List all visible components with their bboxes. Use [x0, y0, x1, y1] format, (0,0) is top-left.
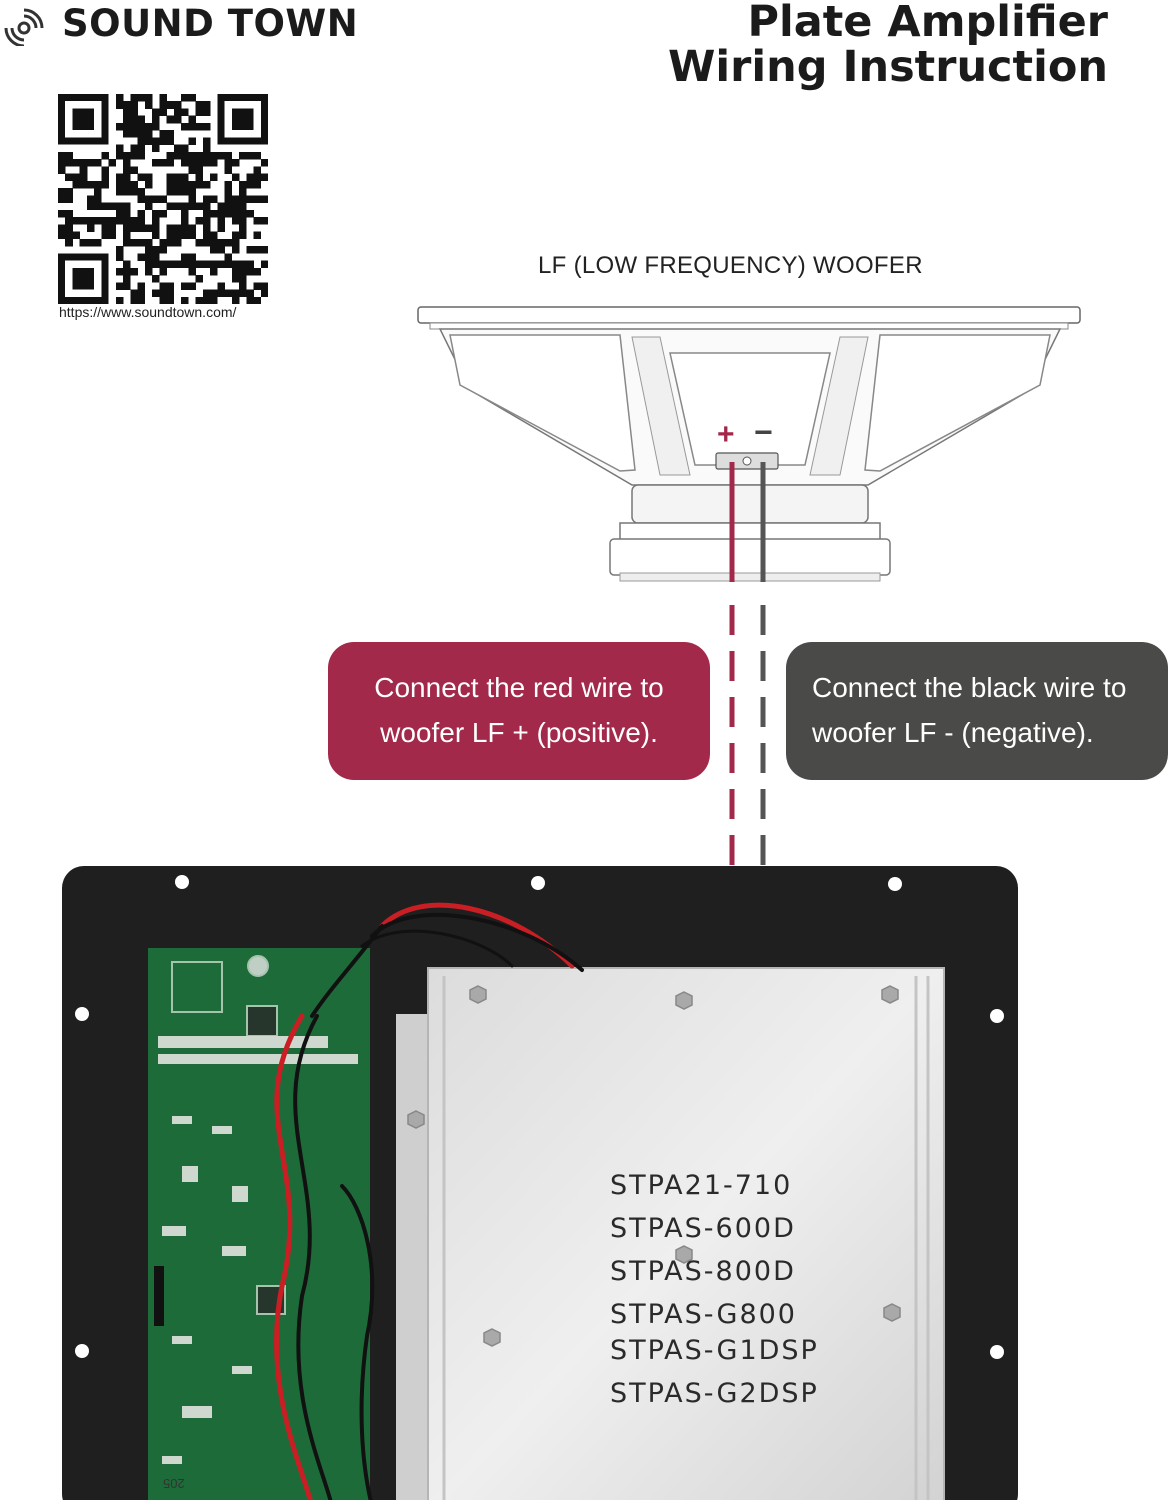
red-wire-callout: Connect the red wire to woofer LF + (pos…: [328, 642, 710, 780]
black-wire-callout: Connect the black wire to woofer LF - (n…: [786, 642, 1168, 780]
pcb-marking: 205: [163, 1476, 185, 1491]
brand-name: SOUND TOWN: [62, 2, 359, 45]
model-item: STPA21-710: [610, 1170, 793, 1201]
red-callout-line-2: woofer LF + (positive).: [380, 717, 658, 748]
sound-wave-logo-icon: [4, 8, 44, 46]
page-title: Plate Amplifier Wiring Instruction: [668, 0, 1108, 90]
model-item: STPAS-800D: [610, 1256, 796, 1287]
plate-amplifier-illustration: [62, 866, 1018, 1500]
model-item: STPAS-600D: [610, 1213, 796, 1244]
title-line-2: Wiring Instruction: [668, 42, 1108, 92]
woofer-illustration: [417, 306, 1081, 582]
qr-code-icon[interactable]: [58, 94, 268, 304]
woofer-label: LF (LOW FREQUENCY) WOOFER: [538, 252, 923, 279]
black-callout-line-1: Connect the black wire to: [812, 672, 1127, 703]
black-callout-line-2: woofer LF - (negative).: [812, 717, 1094, 748]
model-list: STPA21-710 STPAS-600D STPAS-800D STPAS-G…: [610, 1168, 819, 1419]
brand: SOUND TOWN: [0, 0, 380, 48]
positive-terminal-label: +: [717, 418, 735, 451]
model-item: STPAS-G1DSP: [610, 1335, 819, 1366]
website-url[interactable]: https://www.soundtown.com/: [59, 304, 237, 320]
title-line-1: Plate Amplifier: [747, 0, 1108, 47]
red-callout-line-1: Connect the red wire to: [374, 672, 664, 703]
model-item: STPAS-G2DSP: [610, 1378, 819, 1409]
model-item: STPAS-G800: [610, 1299, 797, 1330]
negative-terminal-label: −: [754, 414, 773, 450]
